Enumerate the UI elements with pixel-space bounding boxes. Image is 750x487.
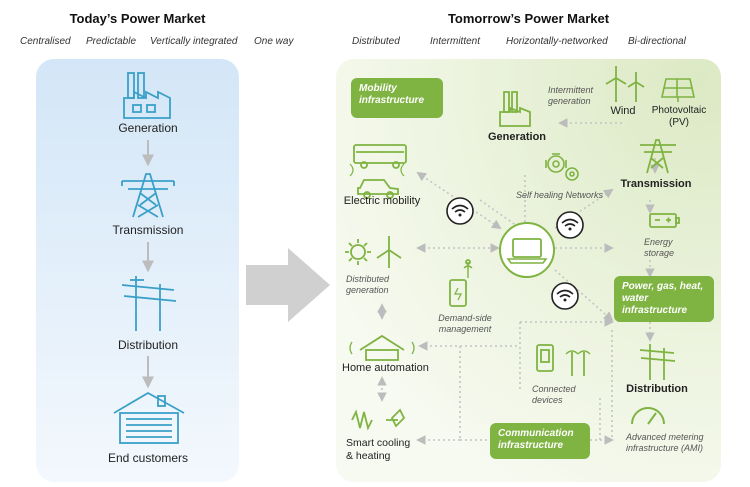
house-icon bbox=[113, 391, 185, 444]
label-distribution: Distribution bbox=[626, 383, 688, 395]
label-intermittent-generation: Intermittent generation bbox=[548, 85, 594, 106]
tag-horizontally-networked: Horizontally-networked bbox=[506, 36, 608, 47]
node-end-customers: End customers bbox=[107, 451, 189, 465]
communication-infrastructure-box: Communication infrastructure bbox=[490, 423, 590, 459]
pylon-icon-green bbox=[640, 139, 676, 174]
solar-panel-icon bbox=[661, 78, 695, 102]
factory-icon-green bbox=[499, 91, 531, 127]
label-distributed-generation: Distributed generation bbox=[346, 274, 390, 295]
car-icon bbox=[349, 163, 405, 199]
wifi-icon-3 bbox=[551, 282, 579, 310]
label-connected-devices: Connected devices bbox=[532, 384, 576, 405]
tag-bi-directional: Bi-directional bbox=[628, 36, 686, 47]
phone-icon bbox=[449, 259, 473, 307]
laptop-hub-icon bbox=[499, 222, 555, 278]
wifi-icon bbox=[446, 197, 474, 225]
label-ami: Advanced metering infrastructure (AMI) bbox=[626, 432, 704, 453]
connected-devices-icon bbox=[536, 344, 591, 376]
node-transmission: Transmission bbox=[112, 223, 184, 237]
label-electric-mobility: Electric mobility bbox=[343, 195, 421, 207]
distribution-pole-icon-green bbox=[639, 344, 676, 380]
wind-farm-icon bbox=[605, 66, 645, 102]
label-photovoltaic: Photovoltaic (PV) bbox=[651, 105, 707, 128]
distribution-pole-icon bbox=[121, 276, 177, 331]
power-gas-infrastructure-box: Power, gas, heat, water infrastructure bbox=[614, 276, 714, 322]
wifi-icon-2 bbox=[556, 211, 584, 239]
gauge-icon bbox=[631, 407, 665, 425]
mobility-infrastructure-box: Mobility infrastructure bbox=[351, 78, 443, 118]
tag-centralised: Centralised bbox=[20, 36, 71, 47]
node-distribution: Distribution bbox=[117, 338, 179, 352]
pylon-icon bbox=[121, 173, 175, 218]
tomorrow-title: Tomorrow’s Power Market bbox=[447, 11, 610, 26]
label-smart-cooling: Smart cooling & heating bbox=[346, 437, 411, 462]
battery-icon bbox=[649, 213, 680, 228]
tag-intermittent: Intermittent bbox=[430, 36, 481, 47]
tag-predictable: Predictable bbox=[86, 36, 137, 47]
fan-icon bbox=[351, 408, 406, 431]
node-generation: Generation bbox=[118, 121, 178, 135]
label-generation: Generation bbox=[487, 131, 547, 143]
factory-icon bbox=[123, 72, 171, 119]
wind-turbine-icon bbox=[376, 236, 402, 268]
tag-vertically-integrated: Vertically integrated bbox=[150, 36, 238, 47]
label-wind: Wind bbox=[610, 105, 636, 117]
today-panel bbox=[36, 59, 239, 482]
gears-icon bbox=[545, 153, 579, 181]
transition-arrow bbox=[246, 248, 330, 322]
label-self-healing: Self healing Networks bbox=[516, 190, 604, 200]
label-home-automation: Home automation bbox=[342, 362, 429, 374]
label-demand-side: Demand-side management bbox=[438, 313, 492, 334]
today-title: Today’s Power Market bbox=[69, 11, 206, 26]
bus-icon bbox=[353, 144, 407, 169]
tag-one-way: One way bbox=[254, 36, 294, 47]
sun-icon bbox=[345, 239, 371, 265]
label-transmission: Transmission bbox=[620, 178, 692, 190]
home-automation-icon bbox=[349, 334, 415, 361]
label-energy-storage: Energy storage bbox=[644, 237, 675, 258]
tag-distributed: Distributed bbox=[352, 36, 400, 47]
